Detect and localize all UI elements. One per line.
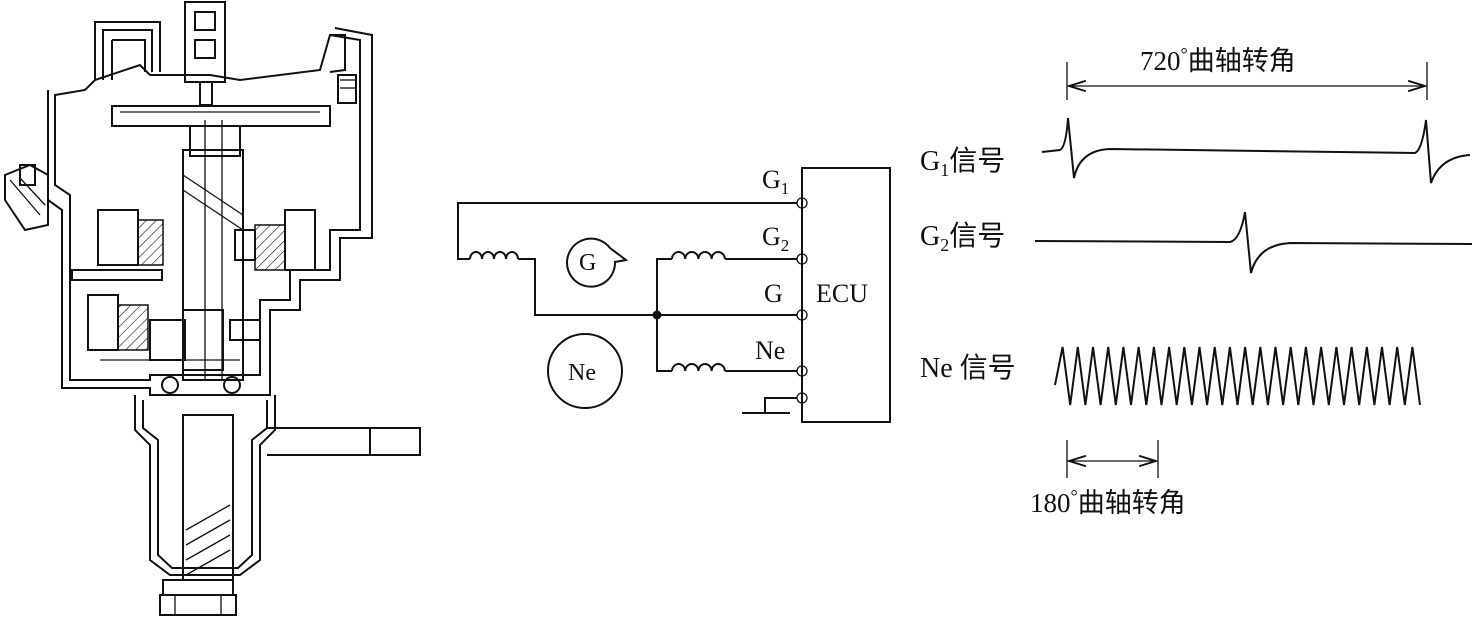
- ne-waveform: [1054, 346, 1421, 406]
- coil-g1: [469, 251, 519, 260]
- signal-waveforms: 720°曲轴转角 G1信号 G2信号 Ne 信号 180°曲轴转角: [920, 44, 1473, 519]
- dimension-720-label: 720°曲轴转角: [1140, 44, 1296, 77]
- ne-rotor: [547, 333, 623, 409]
- ecu-box: [801, 167, 891, 423]
- ecu-label: ECU: [816, 279, 868, 308]
- dimension-180-label: 180°曲轴转角: [1030, 486, 1186, 519]
- coil-g2: [671, 251, 726, 260]
- distributor-cross-section: [4, 1, 421, 616]
- ne-rotor-label: Ne: [568, 360, 596, 386]
- coil-ne: [671, 363, 726, 372]
- g2-waveform: [1034, 211, 1473, 274]
- terminal-label-ne: Ne: [755, 336, 785, 365]
- g1-signal-label: G1信号: [920, 144, 1005, 180]
- g2-signal-label: G2信号: [920, 219, 1005, 255]
- ne-signal-label: Ne 信号: [920, 352, 1016, 384]
- g1-waveform: [1041, 117, 1471, 184]
- terminal-label-g2: G2: [762, 222, 789, 255]
- junction-dot: [652, 310, 662, 320]
- terminal-label-g1: G1: [762, 165, 789, 198]
- wiring-schematic: ECU G1 G2 G Ne G Ne: [457, 165, 891, 423]
- terminal-label-g: G: [764, 279, 783, 308]
- g-rotor-label: G: [579, 250, 596, 276]
- g-rotor: [566, 237, 629, 288]
